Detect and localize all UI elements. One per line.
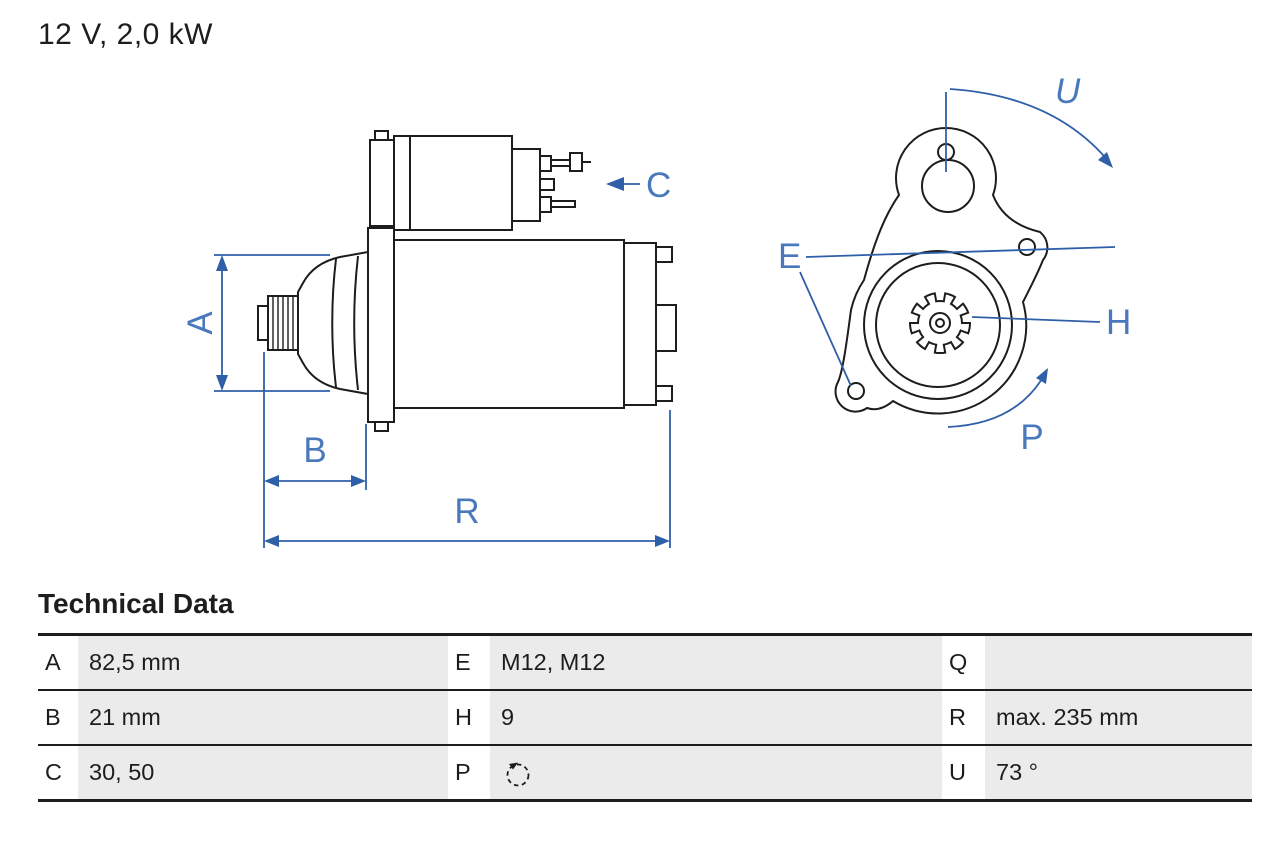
value-cell: 73 ° bbox=[985, 746, 1252, 799]
key-cell: B bbox=[38, 691, 78, 744]
table-row: A 82,5 mm E M12, M12 Q bbox=[38, 636, 1252, 691]
dimension-e: E bbox=[778, 237, 1116, 387]
starter-motor-technical-drawing: A B R C bbox=[181, 72, 1131, 548]
key-cell: A bbox=[38, 636, 78, 689]
value-cell: 21 mm bbox=[78, 691, 448, 744]
value-cell: 30, 50 bbox=[78, 746, 448, 799]
dimension-label-h: H bbox=[1106, 303, 1131, 342]
dimension-label-a: A bbox=[181, 311, 220, 335]
key-cell: P bbox=[448, 746, 490, 799]
value-cell bbox=[490, 746, 942, 799]
solenoid bbox=[369, 130, 591, 231]
value-cell: M12, M12 bbox=[490, 636, 942, 689]
key-cell: C bbox=[38, 746, 78, 799]
mounting-flange bbox=[834, 126, 1049, 415]
table-row: B 21 mm H 9 R max. 235 mm bbox=[38, 691, 1252, 746]
value-cell: 82,5 mm bbox=[78, 636, 448, 689]
dimension-a: A bbox=[181, 254, 330, 392]
dimension-p: P bbox=[947, 368, 1048, 457]
dimension-c: C bbox=[606, 166, 671, 205]
dimension-label-p: P bbox=[1020, 418, 1043, 457]
technical-data-table: A 82,5 mm E M12, M12 Q B 21 mm H 9 R max… bbox=[38, 633, 1252, 802]
value-cell: max. 235 mm bbox=[985, 691, 1252, 744]
motor-body bbox=[393, 239, 625, 409]
dimension-label-r: R bbox=[454, 492, 479, 531]
product-spec-title: 12 V, 2,0 kW bbox=[38, 18, 213, 51]
dimension-label-e: E bbox=[778, 237, 801, 276]
dimension-r: R bbox=[264, 410, 671, 548]
starter-side-view: A B R C bbox=[181, 130, 677, 548]
value-cell bbox=[985, 636, 1252, 689]
table-row: C 30, 50 P U 73 ° bbox=[38, 746, 1252, 799]
pinion-face-gear bbox=[908, 292, 972, 355]
dimension-u: U bbox=[945, 72, 1113, 172]
dimension-label-b: B bbox=[303, 431, 326, 470]
key-cell: E bbox=[448, 636, 490, 689]
key-cell: U bbox=[942, 746, 985, 799]
key-cell: H bbox=[448, 691, 490, 744]
dimension-b: B bbox=[263, 352, 367, 548]
starter-front-view: U E H P bbox=[778, 72, 1131, 457]
dimension-label-u: U bbox=[1055, 72, 1081, 111]
pinion-shaft bbox=[257, 305, 269, 341]
value-cell: 9 bbox=[490, 691, 942, 744]
dimension-h: H bbox=[971, 303, 1131, 342]
counterclockwise-rotation-icon bbox=[506, 762, 530, 786]
bolt-hole-right bbox=[1018, 238, 1036, 256]
bolt-hole-bottom-left bbox=[847, 382, 865, 400]
technical-data-heading: Technical Data bbox=[38, 588, 234, 619]
key-cell: R bbox=[942, 691, 985, 744]
dimension-label-c: C bbox=[646, 166, 671, 205]
key-cell: Q bbox=[942, 636, 985, 689]
